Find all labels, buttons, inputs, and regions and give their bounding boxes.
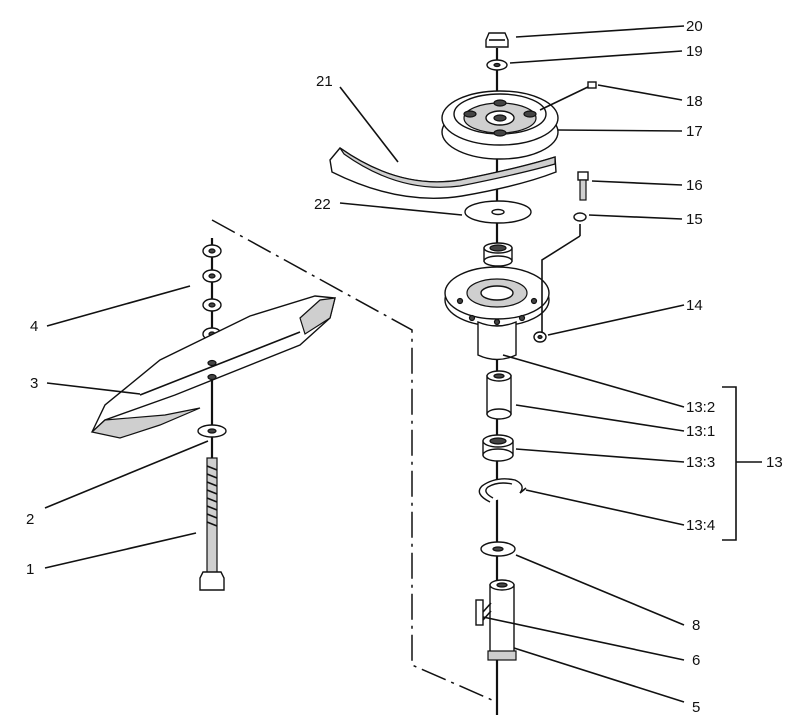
bearing-upper [483, 242, 513, 267]
callout-20: 20 [686, 18, 703, 35]
part-13-4-retaining-ring [478, 478, 527, 503]
part-6-key [475, 599, 492, 626]
callout-labels: 20 19 18 17 16 15 14 13:2 13:1 13:3 13:4… [26, 18, 783, 716]
part-5-spindle-shaft [487, 579, 517, 661]
callout-5: 5 [692, 699, 700, 716]
part-15-washer [541, 212, 587, 337]
callout-19: 19 [686, 43, 703, 60]
callout-17: 17 [686, 123, 703, 140]
callout-13-3: 13:3 [686, 454, 715, 471]
part-13-3-bearing [482, 434, 514, 462]
callout-14: 14 [686, 297, 703, 314]
part-2-washer [197, 424, 227, 438]
callout-13: 13 [766, 454, 783, 471]
callout-21: 21 [316, 73, 333, 90]
part-1-blade-bolt [199, 457, 225, 591]
callout-2: 2 [26, 511, 34, 528]
part-22-washer [464, 200, 532, 224]
callout-13-1: 13:1 [686, 423, 715, 440]
callout-18: 18 [686, 93, 703, 110]
part-21-belt [329, 147, 557, 199]
assembly-path-line [211, 219, 493, 701]
part-17-pulley [441, 90, 559, 160]
blade-bolt-stack [90, 238, 336, 591]
spindle-stack [441, 32, 597, 715]
part-19-washer [486, 59, 508, 71]
part-8-washer [480, 541, 516, 557]
part-14-nut [533, 331, 547, 343]
callout-3: 3 [30, 375, 38, 392]
spindle-housing [444, 266, 550, 361]
callout-15: 15 [686, 211, 703, 228]
part-13-1-spacer [486, 370, 512, 420]
callout-6: 6 [692, 652, 700, 669]
part-16-bolt [577, 171, 589, 201]
callout-22: 22 [314, 196, 331, 213]
callout-8: 8 [692, 617, 700, 634]
part-18-grease-fitting [539, 81, 597, 111]
part-20-nut [485, 32, 509, 48]
callout-4: 4 [30, 318, 38, 335]
callout-13-2: 13:2 [686, 399, 715, 416]
group-13-bracket [722, 386, 762, 541]
callout-16: 16 [686, 177, 703, 194]
callout-1: 1 [26, 561, 34, 578]
leader-lines [44, 25, 685, 703]
callout-13-4: 13:4 [686, 517, 715, 534]
part-3-blade [90, 295, 336, 439]
